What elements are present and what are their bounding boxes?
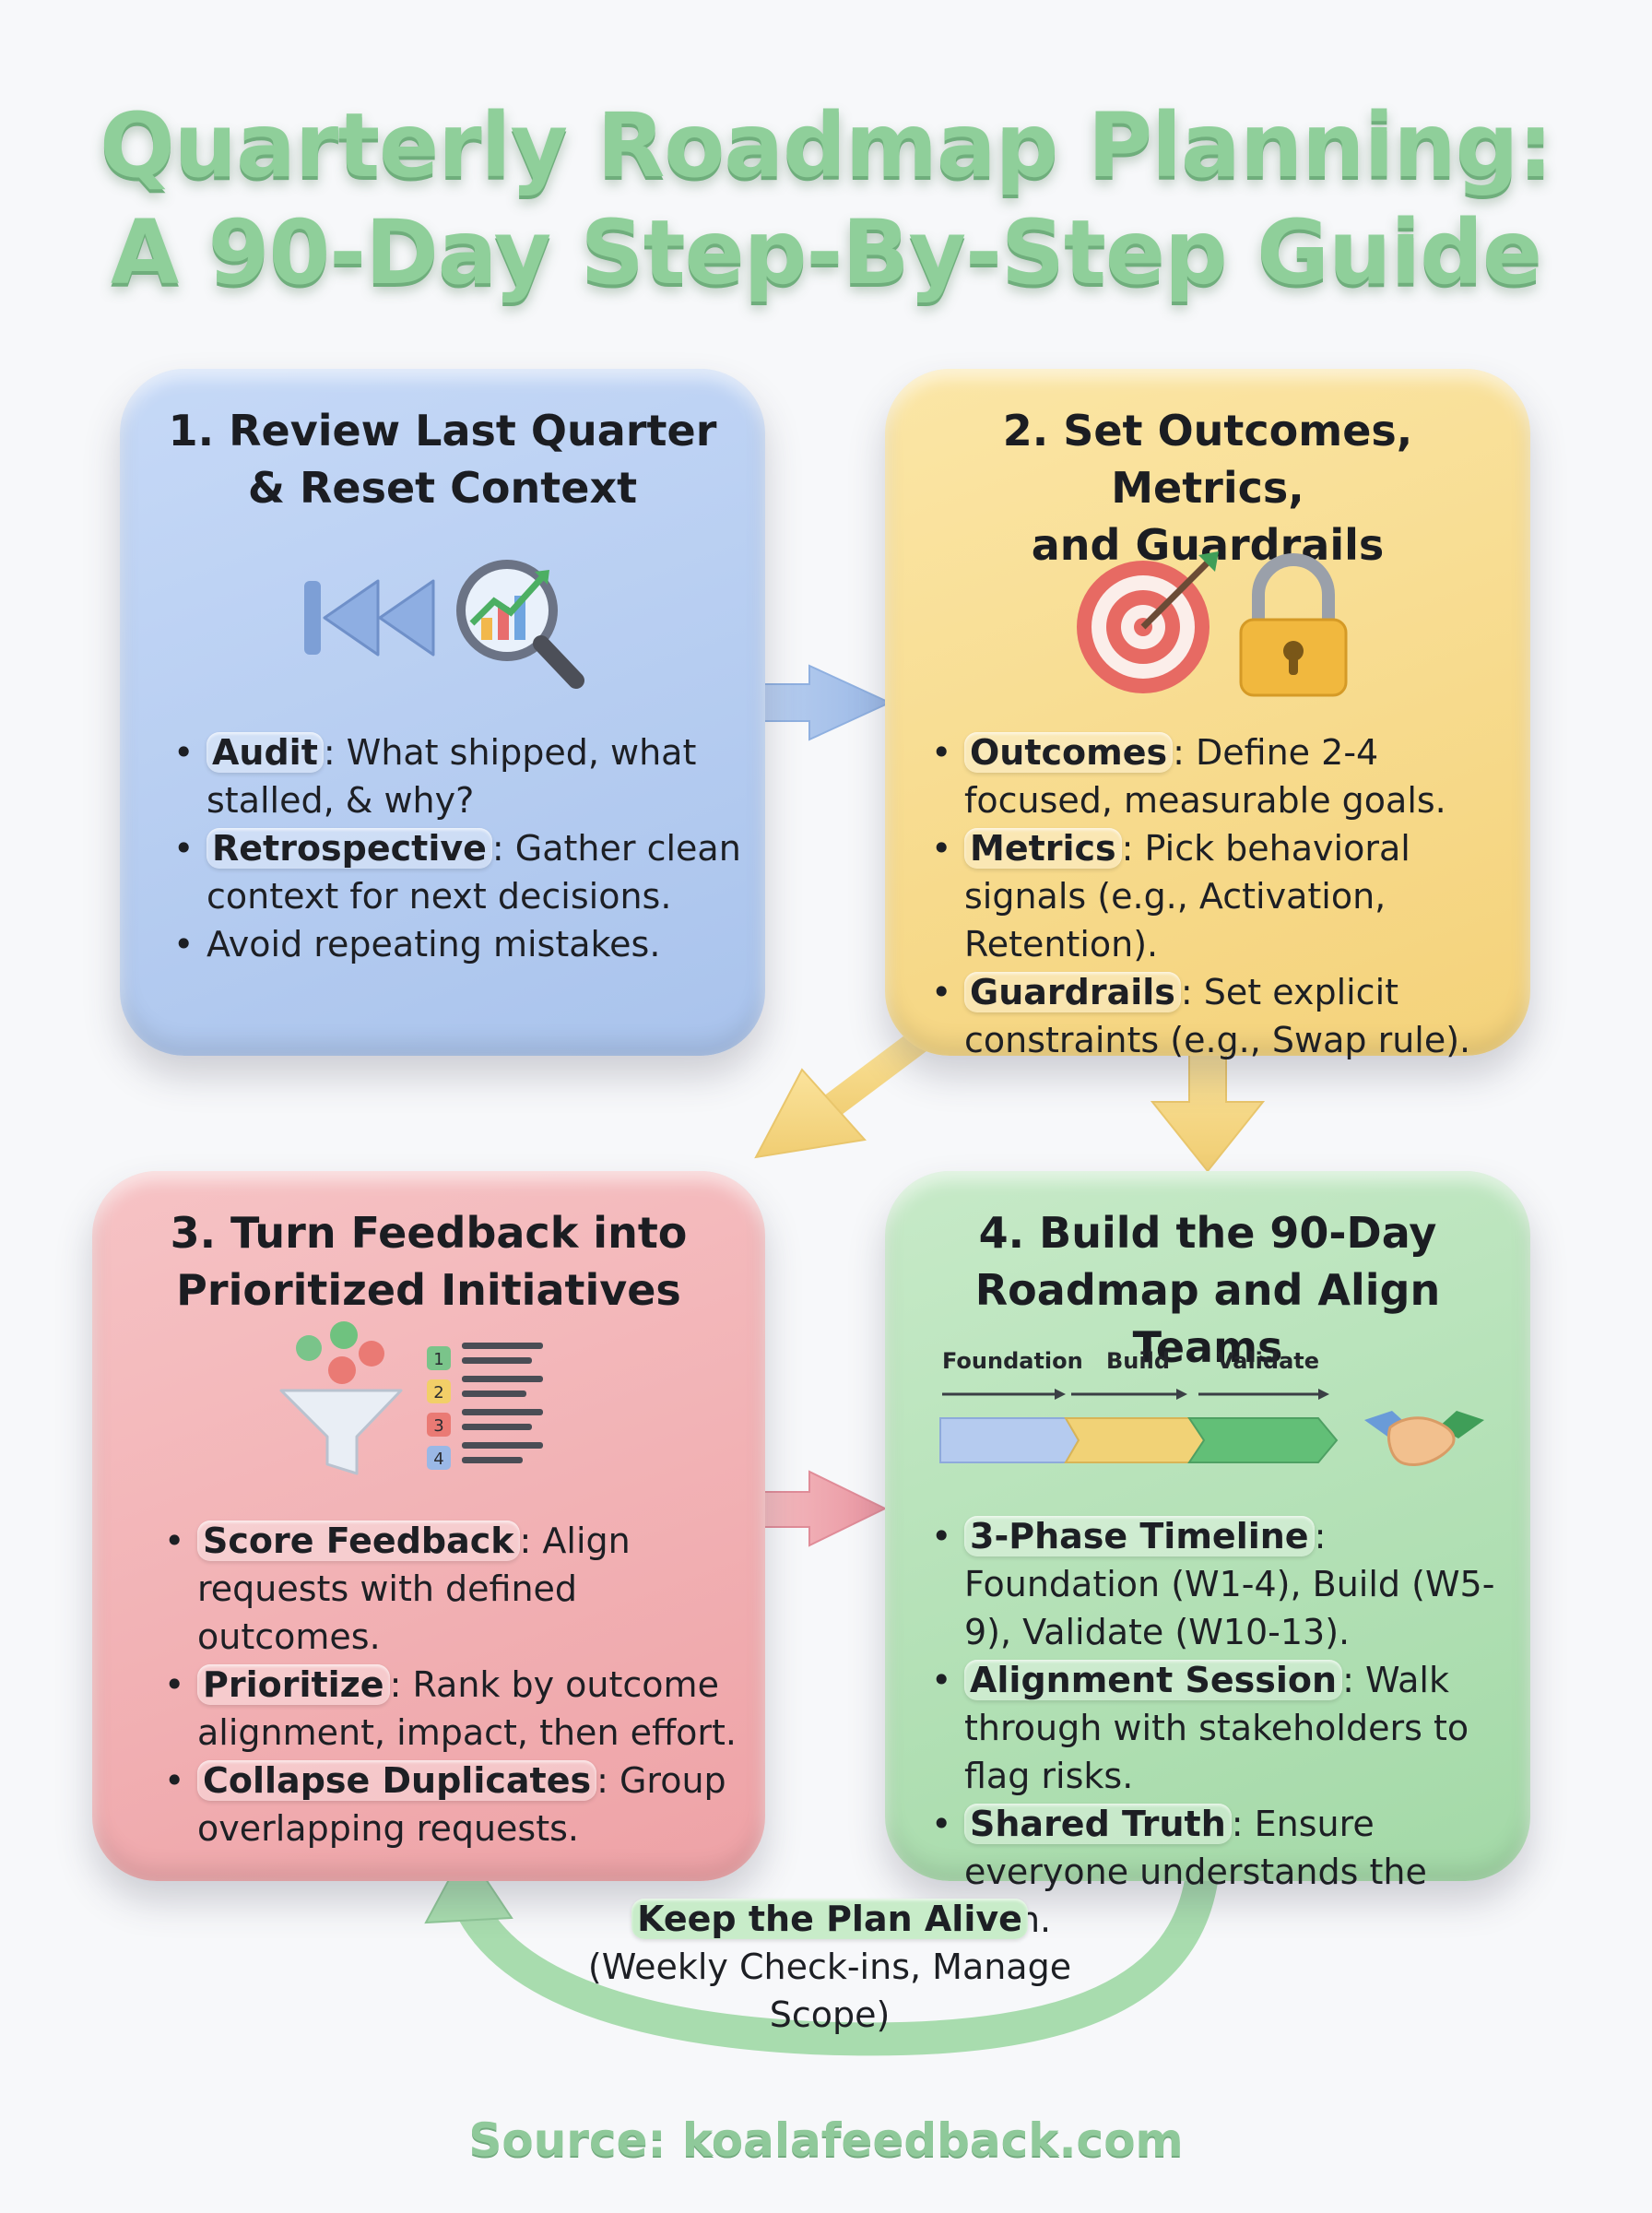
rank-2-label: 2	[433, 1383, 443, 1402]
list-item: Guardrails: Set explicit constraints (e.…	[931, 968, 1512, 1064]
list-item: Outcomes: Define 2-4 focused, measurable…	[931, 728, 1512, 824]
list-item: Prioritize: Rank by outcome alignment, i…	[164, 1661, 754, 1757]
phase-label-foundation: Foundation	[942, 1348, 1083, 1374]
step-1-title: 1. Review Last Quarter & Reset Context	[168, 406, 717, 513]
loop-text: (Weekly Check-ins, Manage Scope)	[587, 1947, 1072, 2035]
arrow-step2-to-step3	[754, 1033, 926, 1159]
step-4-bullets: 3-Phase Timeline: Foundation (W1-4), Bui…	[931, 1512, 1521, 1944]
step-2-title: 2. Set Outcomes, Metrics, and Guardrails	[1002, 406, 1413, 570]
phase-label-validate: Validate	[1217, 1348, 1320, 1374]
step-1-card: 1. Review Last Quarter & Reset Context A…	[120, 369, 765, 1056]
step-2-bullets: Outcomes: Define 2-4 focused, measurable…	[931, 728, 1512, 1064]
step-2-card: 2. Set Outcomes, Metrics, and Guardrails…	[885, 369, 1530, 1060]
phase-timeline-icon	[939, 1389, 1339, 1463]
page-title: Quarterly Roadmap Planning: A 90-Day Ste…	[0, 92, 1652, 306]
list-item: Shared Truth: Ensure everyone understand…	[931, 1800, 1521, 1944]
ranked-list-icon: 1 2 3 4	[427, 1343, 543, 1470]
list-item: Retrospective: Gather clean context for …	[173, 824, 745, 920]
title-line-1: Quarterly Roadmap Planning:	[100, 94, 1553, 197]
step-1-bullets: Audit: What shipped, what stalled, & why…	[173, 728, 745, 968]
step-3-bullets: Score Feedback: Align requests with defi…	[164, 1517, 754, 1852]
step-4-card: 4. Build the 90-Day Roadmap and Align Te…	[885, 1171, 1530, 1940]
loop-caption: Keep the Plan Alive (Weekly Check-ins, M…	[572, 1895, 1088, 2039]
list-item: Score Feedback: Align requests with defi…	[164, 1517, 754, 1661]
rank-4-label: 4	[433, 1450, 443, 1469]
rewind-icon	[304, 579, 435, 657]
magnifier-chart-icon	[456, 560, 584, 689]
list-item: Collapse Duplicates: Group overlapping r…	[164, 1757, 754, 1852]
rank-1-label: 1	[433, 1350, 443, 1369]
list-item: Alignment Session: Walk through with sta…	[931, 1656, 1521, 1800]
loop-arrow	[424, 1847, 1220, 2056]
handshake-icon	[1364, 1411, 1484, 1467]
source-credit: Source: koalafeedback.com	[468, 2113, 1184, 2167]
phase-label-build: Build	[1106, 1348, 1171, 1374]
arrow-step3-to-step4	[762, 1470, 888, 1547]
rank-3-label: 3	[433, 1416, 443, 1436]
list-item: Avoid repeating mistakes.	[173, 920, 745, 968]
list-item: Metrics: Pick behavioral signals (e.g., …	[931, 824, 1512, 968]
step-4-title: 4. Build the 90-Day Roadmap and Align Te…	[974, 1208, 1441, 1372]
target-icon	[1077, 551, 1219, 693]
step-3-title: 3. Turn Feedback into Prioritized Initia…	[170, 1208, 688, 1315]
loop-keyword: Keep the Plan Alive	[631, 1899, 1028, 1939]
step-3-card: 3. Turn Feedback into Prioritized Initia…	[92, 1171, 765, 1881]
arrow-step2-to-step4	[1150, 1050, 1266, 1173]
list-item: 3-Phase Timeline: Foundation (W1-4), Bui…	[931, 1512, 1521, 1656]
list-item: Audit: What shipped, what stalled, & why…	[173, 728, 745, 824]
arrow-step1-to-step2	[762, 664, 892, 741]
feedback-funnel-icon	[279, 1321, 403, 1475]
padlock-icon	[1239, 553, 1348, 697]
title-line-2: A 90-Day Step-By-Step Guide	[110, 201, 1542, 304]
